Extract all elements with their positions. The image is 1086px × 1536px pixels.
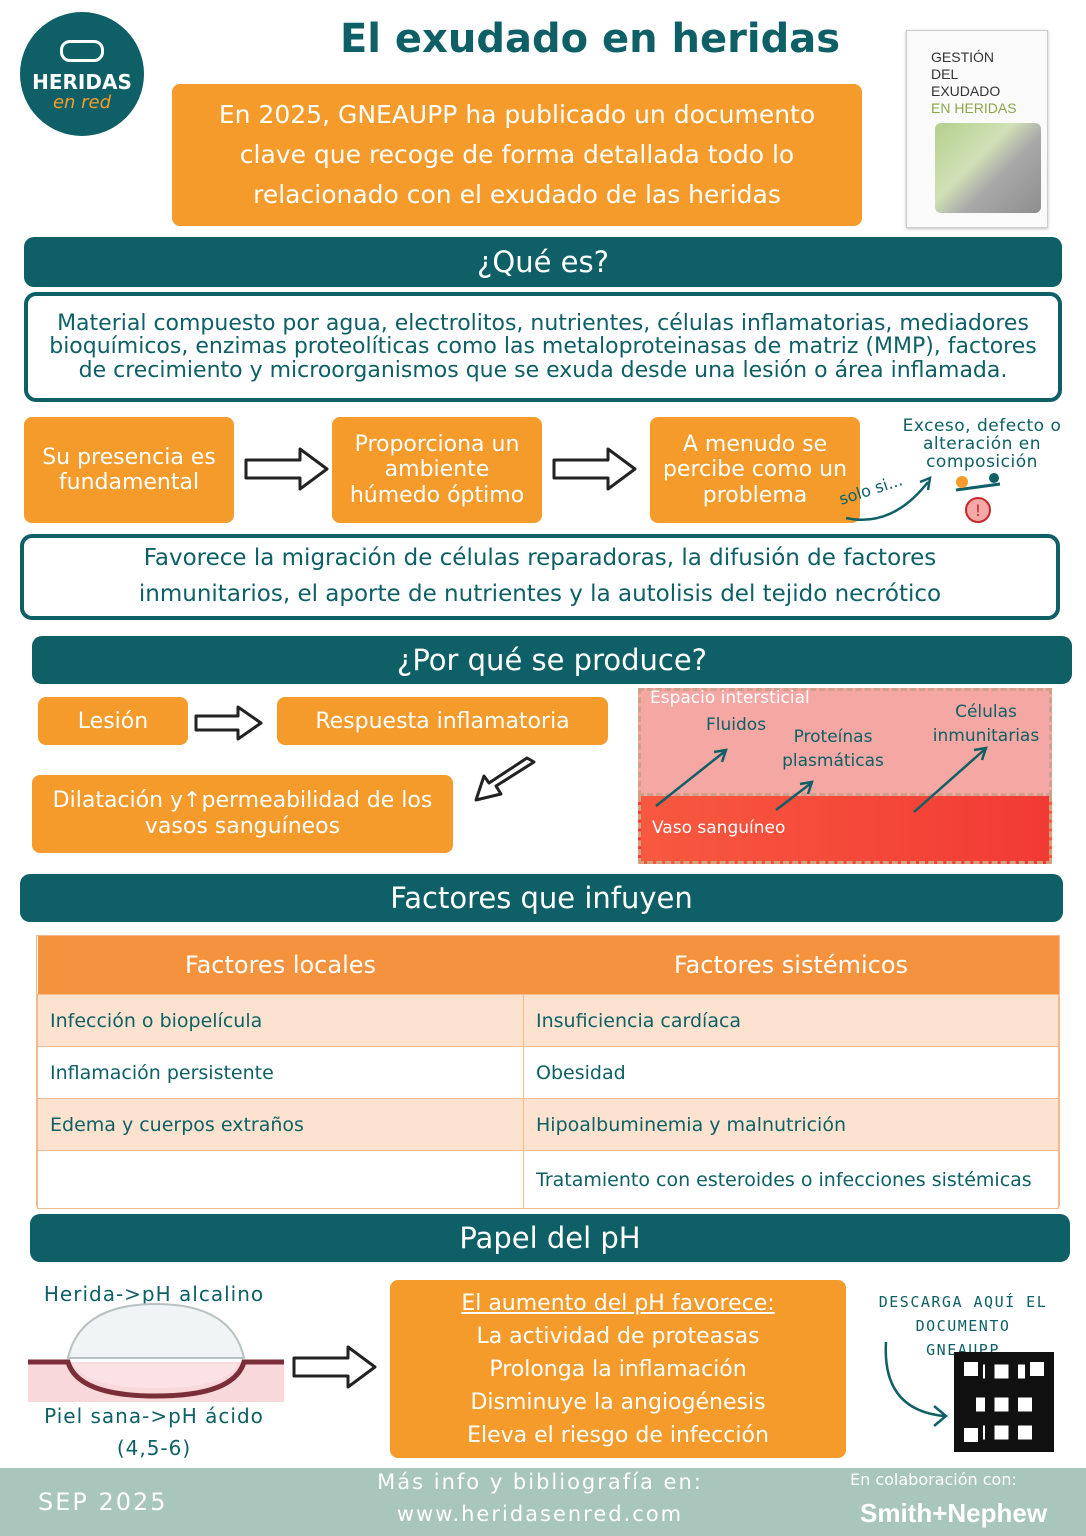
svg-text:!: ! [975, 501, 981, 520]
label-vessel: Vaso sanguíneo [652, 818, 786, 838]
ph-effect-item: Prolonga la inflamación [489, 1356, 747, 1382]
arrow-right-icon [194, 705, 263, 741]
definition-box: Material compuesto por agua, electrolito… [24, 292, 1062, 402]
col-sistemic: Factores sistémicos [523, 936, 1059, 995]
footer-collab: En colaboración con: [850, 1470, 1017, 1489]
table-row: Tratamiento con esteroides o infecciones… [37, 1150, 1059, 1209]
page-title: El exudado en heridas [339, 16, 841, 62]
arrow-right-icon [292, 1345, 377, 1389]
curved-arrow-icon [845, 476, 932, 522]
table-row: Infección o biopelícula Insuficiencia ca… [37, 994, 1059, 1047]
chat-bubble-icon [60, 40, 104, 62]
section-que-es: ¿Qué es? [24, 237, 1062, 287]
label-fluids: Fluidos [706, 715, 767, 735]
wound-ph-label: Herida->pH alcalino [43, 1282, 265, 1306]
cover-line4: EN HERIDAS [931, 100, 1017, 116]
document-cover: GESTIÓN DEL EXUDADO EN HERIDAS [906, 30, 1048, 228]
cover-line1: GESTIÓN [931, 49, 995, 65]
qr-code[interactable] [954, 1352, 1054, 1452]
factors-table-grid: Factores locales Factores sistémicos Inf… [37, 936, 1059, 1209]
section-factores: Factores que infuyen [20, 874, 1063, 922]
diffusion-arrows [655, 746, 988, 813]
footer: SEP 2025 Más info y bibliografía en: www… [0, 1468, 1086, 1536]
cover-line3: EXUDADO [931, 83, 1001, 99]
qr-finder [959, 1357, 983, 1381]
sponsor-logo: Smith+Nephew [860, 1498, 1048, 1528]
cover-artwork [935, 123, 1041, 213]
table-row: Inflamación persistente Obesidad [37, 1046, 1059, 1099]
flow-step-problem: A menudo se percibe como un problema [650, 417, 860, 523]
footer-url[interactable]: www.heridasenred.com [396, 1502, 684, 1526]
cell-local: Infección o biopelícula [37, 994, 524, 1047]
flow-step-moist: Proporciona un ambiente húmedo óptimo [332, 417, 542, 523]
cell-sistemic: Tratamiento con esteroides o infecciones… [523, 1150, 1059, 1209]
skin-ph-range: (4,5-6) [116, 1436, 192, 1460]
table-row: Edema y cuerpos extraños Hipoalbuminemia… [37, 1098, 1059, 1151]
interstitial-space [638, 688, 1052, 796]
ph-effect-item: Disminuye la angiogénesis [470, 1389, 766, 1415]
intro-box: En 2025, GNEAUPP ha publicado un documen… [172, 84, 862, 226]
cell-local: Edema y cuerpos extraños [37, 1098, 524, 1151]
footer-date: SEP 2025 [38, 1488, 168, 1516]
label-proteins: Proteínas plasmáticas [782, 727, 884, 771]
cell-local [37, 1150, 524, 1209]
benefits-box: Favorece la migración de células reparad… [20, 534, 1060, 620]
footer-info: Más info y bibliografía en: [377, 1470, 703, 1494]
cell-sistemic: Insuficiencia cardíaca [523, 994, 1059, 1047]
ph-effect-item: La actividad de proteasas [476, 1323, 760, 1349]
logo: HERIDAS en red [20, 12, 144, 136]
cell-sistemic: Hipoalbuminemia y malnutrición [523, 1098, 1059, 1151]
arrow-down-left-icon [474, 756, 536, 802]
wound-illustration [28, 1302, 284, 1402]
label-interstitial: Espacio intersticial [650, 688, 810, 708]
ph-effect-item: Eleva el riesgo de infección [467, 1422, 769, 1448]
cell-local: Inflamación persistente [37, 1046, 524, 1099]
qr-finder [1025, 1357, 1049, 1381]
ph-effects-box: El aumento del pH favorece: La actividad… [390, 1280, 846, 1458]
ph-effects-title: El aumento del pH favorece: [461, 1290, 775, 1316]
section-por-que: ¿Por qué se produce? [32, 636, 1072, 684]
arrow-right-icon [552, 447, 637, 491]
factors-table: Factores locales Factores sistémicos Inf… [36, 935, 1060, 1209]
col-local: Factores locales [37, 936, 524, 995]
logo-line2: en red [52, 92, 112, 113]
capillary-diagram: Espacio intersticial Fluidos Proteínas p… [638, 688, 1052, 864]
flow-step-presence: Su presencia es fundamental [24, 417, 234, 523]
side-note: Exceso, defecto o alteración en composic… [902, 416, 1062, 472]
cover-line2: DEL [931, 66, 959, 82]
logo-line1: HERIDAS [32, 70, 132, 94]
qr-finder [959, 1423, 983, 1447]
balance-icon: ! [955, 473, 1001, 523]
blood-vessel [638, 796, 1052, 864]
step-dilation: Dilatación y↑permeabilidad de los vasos … [32, 775, 453, 853]
arrow-right-icon [244, 447, 329, 491]
step-lesion: Lesión [38, 697, 188, 745]
section-ph: Papel del pH [30, 1214, 1070, 1262]
label-cells: Células inmunitarias [932, 702, 1040, 746]
cell-sistemic: Obesidad [523, 1046, 1059, 1099]
curved-arrow-icon [884, 1341, 948, 1427]
step-inflammation: Respuesta inflamatoria [277, 697, 608, 745]
skin-ph-label: Piel sana->pH ácido [44, 1404, 264, 1428]
